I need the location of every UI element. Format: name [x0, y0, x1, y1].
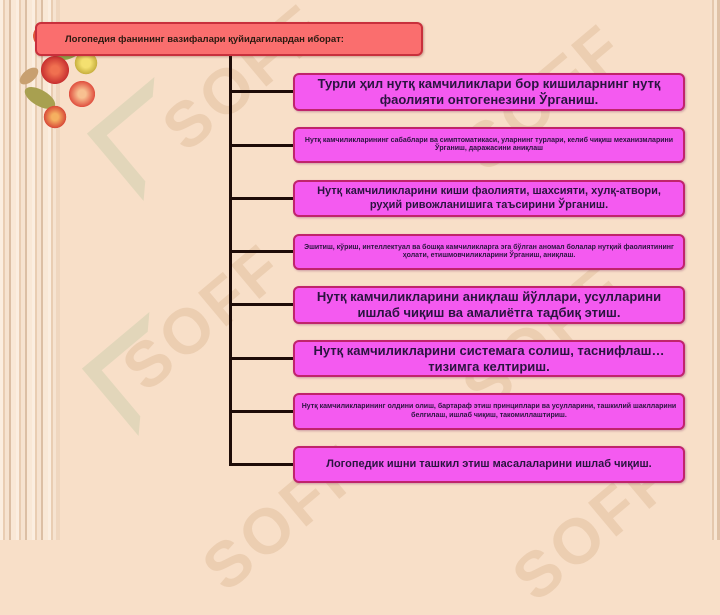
connector-line: [231, 357, 294, 360]
task-node-2: Нутқ камчиликларининг сабаблари ва симпт…: [293, 127, 685, 163]
connector-line: [231, 250, 294, 253]
right-decorative-stripes: [710, 0, 720, 540]
flower-icon: [68, 80, 96, 108]
watermark-logo-icon: [82, 312, 206, 436]
task-node-4: Эшитиш, кўриш, интеллектуал ва бошқа кам…: [293, 234, 685, 270]
task-node-5: Нутқ камчиликларини аниқлаш йўллари, усу…: [293, 286, 685, 324]
diagram-title-box: Логопедия фанининг вазифалари қуйидагила…: [35, 22, 423, 56]
connector-line: [231, 197, 294, 200]
connector-line: [231, 90, 294, 93]
flower-icon: [43, 105, 67, 129]
task-node-1: Турли ҳил нутқ камчиликлари бор кишиларн…: [293, 73, 685, 111]
task-node-8: Логопедик ишни ташкил этиш масалаларини …: [293, 446, 685, 483]
task-node-6: Нутқ камчиликларини системага солиш, тас…: [293, 340, 685, 377]
leaf-icon: [16, 64, 42, 88]
connector-line: [231, 144, 294, 147]
task-node-3: Нутқ камчиликларини киши фаолияти, шахси…: [293, 180, 685, 217]
flower-icon: [40, 55, 70, 85]
task-node-7: Нутқ камчиликларининг олдини олиш, барта…: [293, 393, 685, 430]
connector-line: [231, 303, 294, 306]
connector-line: [231, 410, 294, 413]
tree-trunk-line: [229, 56, 232, 466]
connector-line: [231, 463, 294, 466]
